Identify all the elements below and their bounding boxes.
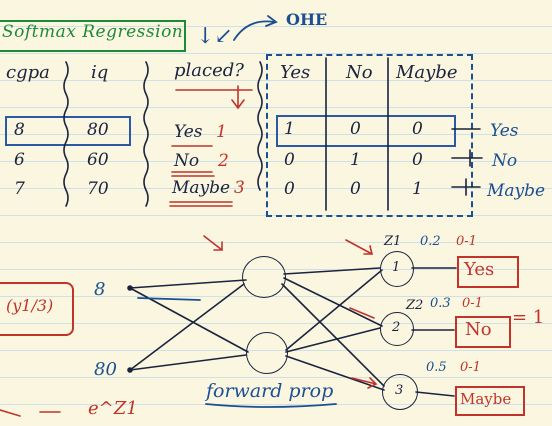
output-node-1-label: 1 — [392, 260, 401, 275]
ohe-header-yes: Yes — [280, 62, 311, 83]
class-box-no — [455, 316, 511, 348]
hidden-node-1 — [242, 256, 286, 298]
output-node-2-label: 2 — [392, 320, 401, 335]
header-placed: placed? — [174, 60, 244, 81]
ohe-cell-1-1: 1 — [284, 119, 295, 139]
hidden-node-2 — [246, 332, 288, 374]
code-2: 2 — [218, 151, 229, 171]
cell-cgpa-1: 8 — [14, 120, 25, 140]
ohe-cell-3-1: 0 — [284, 179, 295, 199]
ohe-header-maybe: Maybe — [396, 62, 458, 83]
range-3: 0-1 — [460, 360, 481, 375]
ohe-row-label-1: Yes — [490, 121, 519, 141]
cell-placed-2: No — [174, 151, 200, 171]
sum-equals-one: = 1 — [512, 307, 545, 328]
class-label-maybe: Maybe — [460, 390, 512, 408]
ohe-selected-row-box — [276, 115, 456, 147]
left-red-box — [0, 282, 74, 336]
class-box-maybe — [455, 386, 525, 416]
ohe-row-label-3: Maybe — [487, 181, 546, 201]
cell-cgpa-2: 6 — [14, 150, 25, 170]
cell-iq-3: 70 — [87, 179, 109, 199]
ohe-cell-3-3: 1 — [412, 179, 423, 199]
ohe-cell-2-2: 1 — [350, 150, 361, 170]
class-label-yes: Yes — [464, 259, 495, 280]
ohe-cell-1-3: 0 — [412, 119, 423, 139]
input-value-1: 8 — [94, 279, 106, 300]
cell-iq-1: 80 — [87, 120, 109, 140]
forward-prop-caption: forward prop — [206, 380, 334, 402]
output-node-1 — [380, 251, 414, 287]
cell-cgpa-3: 7 — [14, 179, 25, 199]
header-iq: iq — [91, 62, 109, 83]
output-node-2 — [380, 312, 414, 346]
cell-placed-1: Yes — [174, 122, 203, 142]
code-3: 3 — [234, 178, 245, 198]
ohe-header-no: No — [346, 62, 373, 83]
output-node-3-label: 3 — [395, 383, 404, 398]
ohe-cell-1-2: 0 — [350, 119, 361, 139]
down-arrows-icon: ↓↙ — [196, 24, 233, 49]
title-box — [0, 20, 186, 52]
bottom-expression: e^Z1 — [88, 398, 138, 419]
ohe-cell-2-1: 0 — [284, 150, 295, 170]
ohe-row-label-2: No — [492, 151, 518, 171]
prob-2: 0.3 — [430, 296, 451, 311]
header-cgpa: cgpa — [6, 62, 50, 83]
class-label-no: No — [465, 319, 492, 340]
input-value-2: 80 — [94, 359, 117, 380]
left-box-text: (y1/3) — [6, 296, 54, 315]
class-box-yes — [457, 256, 519, 288]
code-1: 1 — [216, 122, 227, 142]
ohe-label: OHE — [286, 10, 328, 29]
page-title: Softmax Regression — [2, 22, 184, 42]
cell-iq-2: 60 — [87, 150, 109, 170]
ohe-cell-2-3: 0 — [412, 150, 423, 170]
ohe-table-box — [266, 54, 473, 217]
z1-label: Z1 — [384, 234, 402, 249]
z2-label: Z2 — [406, 298, 424, 313]
ohe-cell-3-2: 0 — [350, 179, 361, 199]
range-1: 0-1 — [456, 234, 477, 249]
prob-3: 0.5 — [426, 360, 447, 375]
range-2: 0-1 — [462, 296, 483, 311]
cell-placed-3: Maybe — [172, 178, 231, 198]
selected-row-box — [5, 116, 131, 146]
prob-1: 0.2 — [420, 234, 441, 249]
